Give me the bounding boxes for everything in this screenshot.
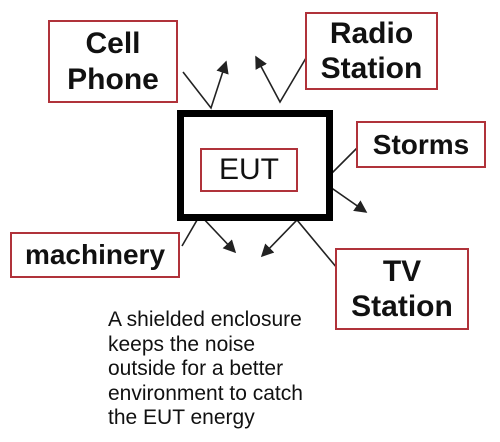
eut-box: EUT — [200, 148, 298, 192]
cell-phone-arrow — [182, 60, 229, 110]
tv-station-label: TV Station — [351, 254, 453, 323]
radio-station-label: Radio Station — [320, 16, 423, 85]
caption-text: A shielded enclosure keeps the noise out… — [108, 308, 303, 429]
machinery-box: machinery — [10, 232, 180, 278]
tv-station-arrow — [260, 218, 338, 269]
cell-phone-box: Cell Phone — [48, 20, 178, 103]
storms-label: Storms — [372, 128, 470, 160]
eut-label: EUT — [219, 153, 279, 187]
radio-station-arrow — [255, 55, 307, 104]
storms-box: Storms — [356, 121, 486, 168]
cell-phone-label: Cell Phone — [67, 27, 159, 96]
tv-station-box: TV Station — [335, 248, 469, 330]
machinery-label: machinery — [24, 239, 166, 271]
radio-station-box: Radio Station — [305, 12, 438, 90]
